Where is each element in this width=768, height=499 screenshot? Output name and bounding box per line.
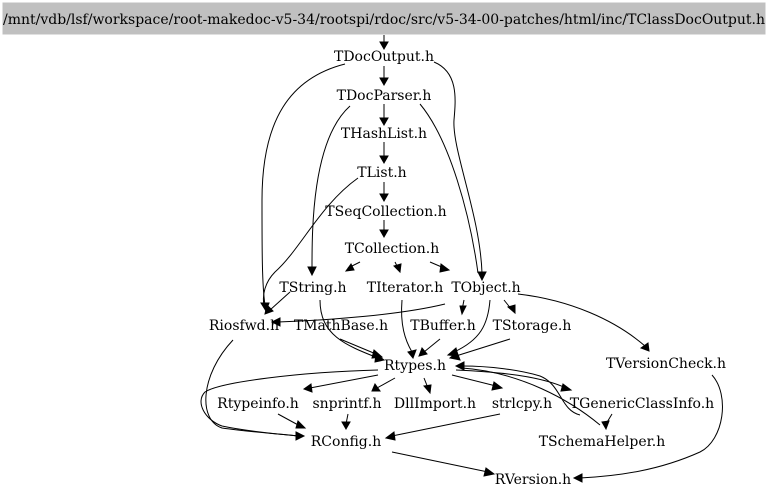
arrowhead-rtypes-rtypeinfo bbox=[302, 383, 313, 393]
node-thashlist[interactable]: THashList.h bbox=[341, 126, 427, 142]
edge-tdocparser-tobject bbox=[419, 103, 479, 274]
edge-tobject-rtypes bbox=[453, 299, 491, 353]
edge-tdocoutput-riosfwd bbox=[261, 63, 346, 306]
arrowhead-tcollection-tobject bbox=[439, 263, 451, 273]
node-tversioncheck[interactable]: TVersionCheck.h bbox=[606, 356, 726, 372]
arrowhead-tgenericclassinfo-tschemahelper bbox=[601, 420, 610, 431]
node-tbuffer[interactable]: TBuffer.h bbox=[410, 318, 476, 334]
edge-tlist-riosfwd bbox=[262, 177, 359, 306]
edge-riosfwd-rconfig bbox=[205, 339, 299, 437]
node-rversion[interactable]: RVersion.h bbox=[495, 472, 571, 488]
edge-tschemahelper-rtypes bbox=[461, 367, 601, 426]
arrowhead-tbuffer-rtypes bbox=[418, 347, 428, 357]
dependency-nodes: TDocOutput.h TDocParser.h THashList.h TL… bbox=[209, 49, 726, 488]
node-riosfwd[interactable]: Riosfwd.h bbox=[209, 318, 279, 334]
node-tseqcollection[interactable]: TSeqCollection.h bbox=[325, 204, 446, 220]
node-tstring[interactable]: TString.h bbox=[279, 280, 346, 296]
arrowhead-tstorage-rtypes bbox=[448, 351, 461, 361]
arrowhead-rtypes-tgenericclassinfo bbox=[560, 383, 573, 392]
edge-tdocparser-tstring bbox=[311, 105, 351, 269]
node-dllimport[interactable]: DllImport.h bbox=[394, 396, 476, 412]
edge-titerator-rtypes bbox=[401, 299, 413, 353]
arrowhead-rconfig-rversion bbox=[483, 467, 496, 477]
arrowhead-titerator-rtypes bbox=[407, 349, 417, 359]
arrowhead-tmathbase-rtypes bbox=[371, 349, 384, 359]
arrowhead-tobject-tbuffer bbox=[459, 305, 467, 316]
node-tgenericclassinfo[interactable]: TGenericClassInfo.h bbox=[570, 396, 714, 412]
node-tcollection[interactable]: TCollection.h bbox=[345, 241, 440, 257]
arrowhead-strlcpy-rconfig bbox=[384, 431, 396, 441]
edge-rconfig-rversion bbox=[391, 451, 489, 473]
node-rconfig[interactable]: RConfig.h bbox=[311, 434, 381, 450]
node-titerator[interactable]: TIterator.h bbox=[367, 280, 444, 296]
arrowhead-snprintf-rconfig bbox=[341, 421, 351, 431]
dependency-edges bbox=[200, 35, 723, 483]
edge-tbuffer-rtypes bbox=[423, 338, 441, 353]
arrowhead-tobject-tversioncheck bbox=[639, 342, 650, 352]
arrowhead-tdocparser-tstring bbox=[307, 266, 317, 277]
edge-tobject-riosfwd bbox=[277, 303, 446, 323]
edge-rtypes-snprintf bbox=[376, 377, 396, 389]
arrowhead-tlist-tseqcollection bbox=[379, 193, 389, 203]
edge-tobject-tversioncheck bbox=[517, 293, 646, 347]
arrowhead-rtypes-strlcpy bbox=[491, 381, 504, 391]
edge-rtypes-strlcpy bbox=[451, 374, 497, 387]
arrowhead-tdocoutput-tdocparser bbox=[379, 77, 389, 87]
edge-strlcpy-rconfig bbox=[391, 413, 501, 437]
arrowhead-tobject-riosfwd bbox=[270, 317, 281, 327]
node-snprintf[interactable]: snprintf.h bbox=[312, 396, 381, 412]
arrowhead-rtypes-snprintf bbox=[371, 382, 381, 392]
arrowhead-tobject-tstorage bbox=[506, 304, 516, 315]
arrowhead-thashlist-tlist bbox=[379, 155, 389, 165]
arrowhead-tcollection-titerator bbox=[393, 263, 402, 274]
arrowhead-tgenericclassinfo-rtypes bbox=[454, 361, 465, 371]
node-tmathbase[interactable]: TMathBase.h bbox=[294, 318, 388, 334]
edge-rtypes-rtypeinfo bbox=[309, 374, 379, 389]
node-tlist[interactable]: TList.h bbox=[357, 165, 406, 181]
edge-tdocoutput-tobject bbox=[433, 61, 483, 274]
node-strlcpy[interactable]: strlcpy.h bbox=[492, 396, 552, 412]
node-tdocparser[interactable]: TDocParser.h bbox=[337, 88, 432, 104]
edge-rtypeinfo-rconfig bbox=[277, 413, 301, 427]
arrowhead-root-tdocoutput bbox=[379, 41, 389, 51]
node-tclassdocoutput[interactable]: /mnt/vdb/lsf/workspace/root-makedoc-v5-3… bbox=[2, 2, 766, 35]
arrowhead-rtypes-dllimport bbox=[423, 384, 432, 395]
edge-rtypes-tgenericclassinfo bbox=[455, 369, 567, 389]
arrowhead-rtypeinfo-rconfig bbox=[295, 420, 307, 429]
arrowhead-tcollection-tstring bbox=[344, 263, 355, 272]
node-tstorage[interactable]: TStorage.h bbox=[493, 318, 572, 334]
arrowhead-tdocoutput-tobject bbox=[477, 271, 487, 282]
arrowhead-tstring-riosfwd bbox=[264, 304, 274, 315]
edge-rtypes-rconfig bbox=[200, 369, 379, 437]
node-rtypeinfo[interactable]: Rtypeinfo.h bbox=[217, 396, 299, 412]
arrowhead-tversioncheck-rversion bbox=[572, 473, 583, 483]
node-tobject[interactable]: TObject.h bbox=[451, 280, 520, 296]
edge-tstorage-rtypes bbox=[455, 338, 511, 357]
edge-tmathbase-rtypes bbox=[339, 338, 377, 355]
arrowhead-tseqcollection-tcollection bbox=[379, 229, 389, 239]
node-rtypes[interactable]: Rtypes.h bbox=[384, 358, 446, 374]
edge-tgenericclassinfo-rtypes bbox=[461, 365, 581, 416]
node-tdocoutput[interactable]: TDocOutput.h bbox=[334, 49, 434, 65]
edge-tstring-riosfwd bbox=[269, 291, 291, 311]
edge-tstring-rtypes bbox=[319, 299, 379, 359]
arrowhead-tdocparser-thashlist bbox=[379, 117, 389, 127]
edge-tversioncheck-rversion bbox=[579, 374, 723, 479]
node-tschemahelper[interactable]: TSchemaHelper.h bbox=[539, 434, 666, 450]
node-label-tclassdocoutput: /mnt/vdb/lsf/workspace/root-makedoc-v5-3… bbox=[3, 12, 765, 28]
